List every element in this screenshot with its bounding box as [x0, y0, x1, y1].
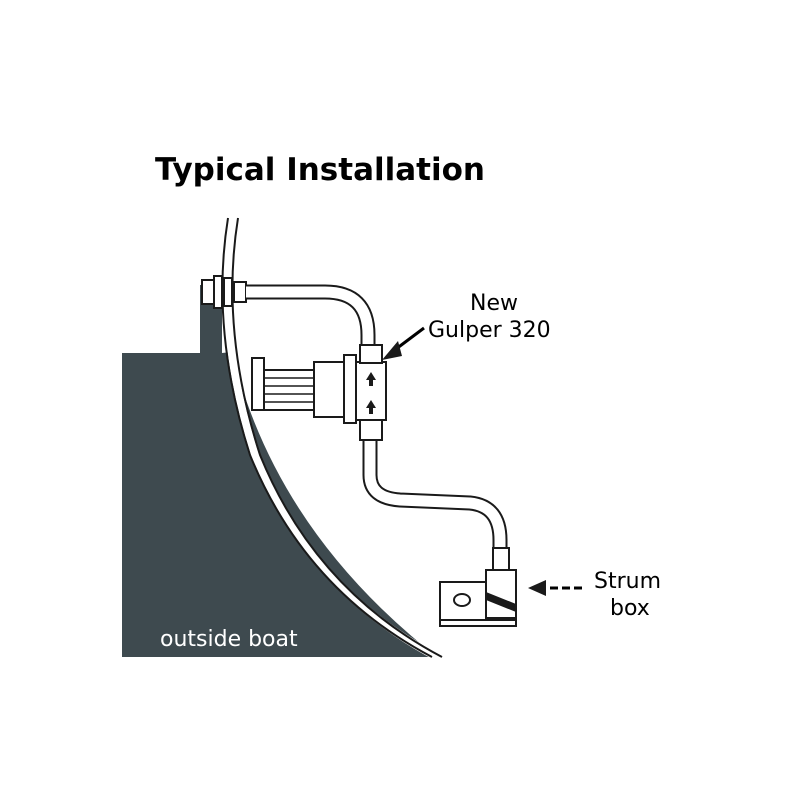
- intake-hose: [362, 440, 508, 550]
- through-hull-fitting: [201, 275, 247, 309]
- strum-label-line2: box: [610, 596, 650, 621]
- diagram-title: Typical Installation: [155, 152, 485, 188]
- pump-label-line1: New: [470, 291, 518, 316]
- outside-boat-label: outside boat: [160, 627, 298, 652]
- outside-hull-area: [122, 285, 437, 657]
- pump-label-line2: Gulper 320: [428, 318, 551, 343]
- gulper-pump: [251, 344, 387, 441]
- pump-pointer-arrow: [382, 326, 425, 360]
- strum-pointer-arrow: [528, 580, 582, 596]
- strum-label-line1: Strum: [594, 569, 661, 594]
- discharge-hose: [246, 284, 376, 345]
- strum-box: [439, 547, 517, 627]
